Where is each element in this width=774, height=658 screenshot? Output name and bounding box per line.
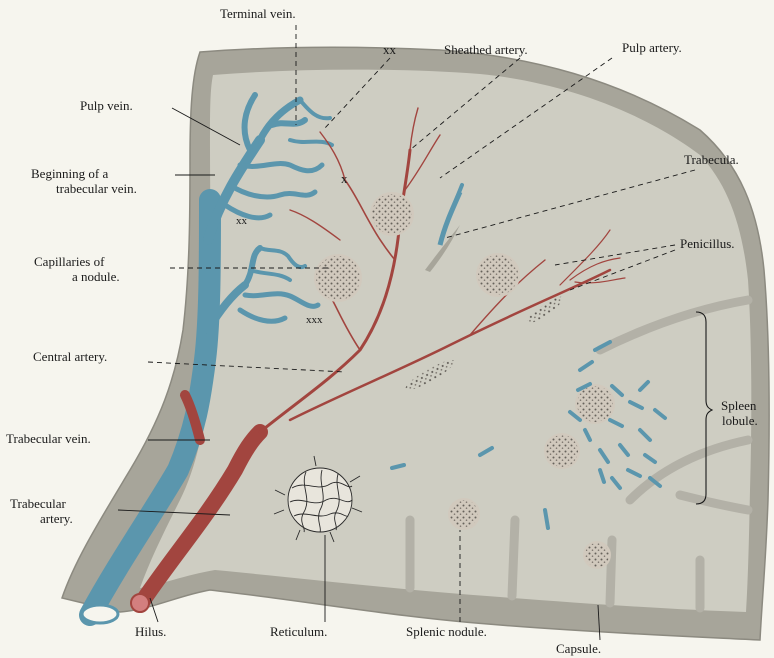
pulp-region (140, 70, 751, 612)
label-spleen-lobule-2: lobule. (722, 413, 758, 428)
label-beginning-trabecular-vein-2: trabecular vein. (56, 181, 137, 196)
label-capillaries-2: a nodule. (72, 269, 120, 284)
mark-x: x (341, 171, 348, 186)
label-beginning-trabecular-vein-1: Beginning of a (31, 166, 108, 181)
label-trabecular-artery-1: Trabecular (10, 496, 67, 511)
label-spleen-lobule-1: Spleen (721, 398, 757, 413)
mark-xxx: xxx (306, 314, 323, 326)
label-trabecular-artery-2: artery. (40, 511, 73, 526)
hilus-vein-opening (82, 605, 118, 623)
label-trabecular-vein: Trabecular vein. (6, 431, 91, 446)
label-sheathed-artery: Sheathed artery. (444, 42, 528, 57)
label-terminal-vein: Terminal vein. (220, 6, 296, 21)
label-capillaries-1: Capillaries of (34, 254, 105, 269)
label-reticulum: Reticulum. (270, 624, 327, 639)
label-xx: xx (383, 42, 397, 57)
hilus-artery-opening (131, 594, 149, 612)
label-trabecula: Trabecula. (684, 152, 739, 167)
label-central-artery: Central artery. (33, 349, 107, 364)
label-penicillus: Penicillus. (680, 236, 735, 251)
label-splenic-nodule: Splenic nodule. (406, 624, 487, 639)
mark-xx: xx (236, 215, 248, 227)
label-pulp-vein: Pulp vein. (80, 98, 133, 113)
label-capsule: Capsule. (556, 641, 601, 656)
label-pulp-artery: Pulp artery. (622, 40, 682, 55)
label-hilus: Hilus. (135, 624, 166, 639)
